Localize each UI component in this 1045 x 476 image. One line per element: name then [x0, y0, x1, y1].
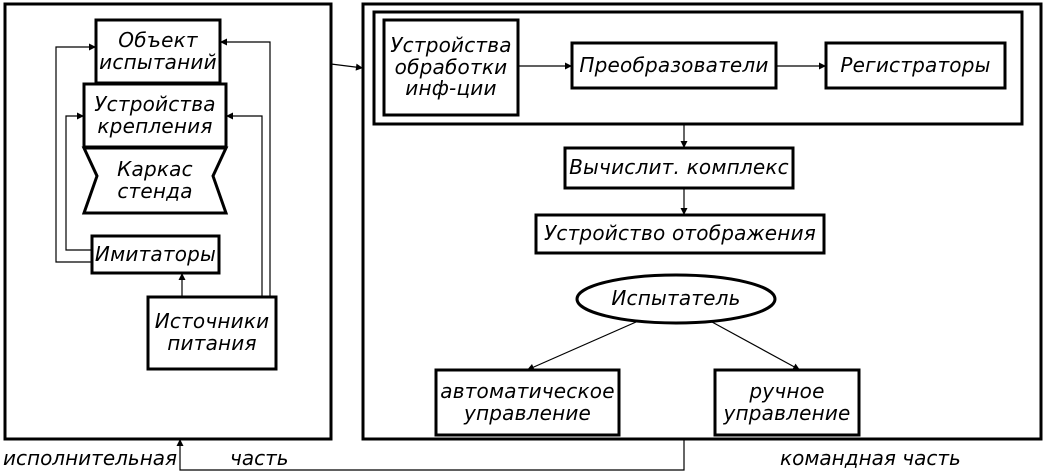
arrow-power-to-test-object — [220, 38, 271, 297]
tester-label: Испытатель — [611, 286, 741, 311]
mounting-devices-label: Устройства крепления — [94, 91, 216, 138]
command-connections — [176, 62, 826, 471]
recorders-box — [824, 41, 1007, 90]
manual-control-box — [713, 368, 861, 437]
power-sources-box — [146, 295, 278, 371]
arrow-command-to-executive — [176, 439, 685, 471]
test-object-label: Объект испытаний — [99, 27, 217, 74]
tester-ellipse — [575, 273, 777, 325]
executive-part-frame — [3, 2, 333, 441]
arrow-executive-to-command — [330, 63, 364, 71]
command-part-frame — [361, 2, 1043, 441]
measurement-group-frame — [372, 10, 1024, 126]
computing-complex-label: Вычислит. комплекс — [569, 155, 789, 180]
executive-part-caption-2: часть — [230, 446, 289, 470]
info-processing-label: Устройства обработки инф-ции — [390, 33, 512, 101]
simulators-label: Имитаторы — [94, 241, 217, 266]
arrow-tester-to-manual — [711, 321, 801, 371]
command-part-caption: командная часть — [780, 446, 961, 470]
manual-control-label: ручное управление — [723, 378, 851, 425]
arrow-simulators-to-mounting — [65, 112, 92, 251]
test-object-box — [94, 18, 222, 85]
recorders-label: Регистраторы — [840, 52, 991, 77]
executive-connections — [55, 38, 271, 297]
display-device-box — [534, 213, 826, 255]
arrow-simulators-to-test-object — [55, 43, 96, 263]
display-device-label: Устройство отображения — [543, 221, 817, 246]
info-processing-box — [382, 18, 520, 117]
executive-part-caption: исполнительная — [3, 446, 178, 470]
power-sources-label: Источники питания — [154, 309, 270, 355]
converters-box — [570, 41, 778, 90]
arrow-power-to-mounting — [226, 112, 263, 297]
arrow-tester-to-automatic — [526, 321, 637, 371]
computing-complex-box — [563, 146, 795, 190]
converters-label: Преобразователи — [579, 52, 769, 77]
stand-frame-shape — [81, 146, 229, 215]
automatic-control-label: автоматическое управление — [440, 378, 615, 425]
automatic-control-box — [434, 368, 621, 437]
simulators-box — [90, 234, 221, 275]
stand-frame-label: Каркас стенда — [117, 156, 193, 203]
